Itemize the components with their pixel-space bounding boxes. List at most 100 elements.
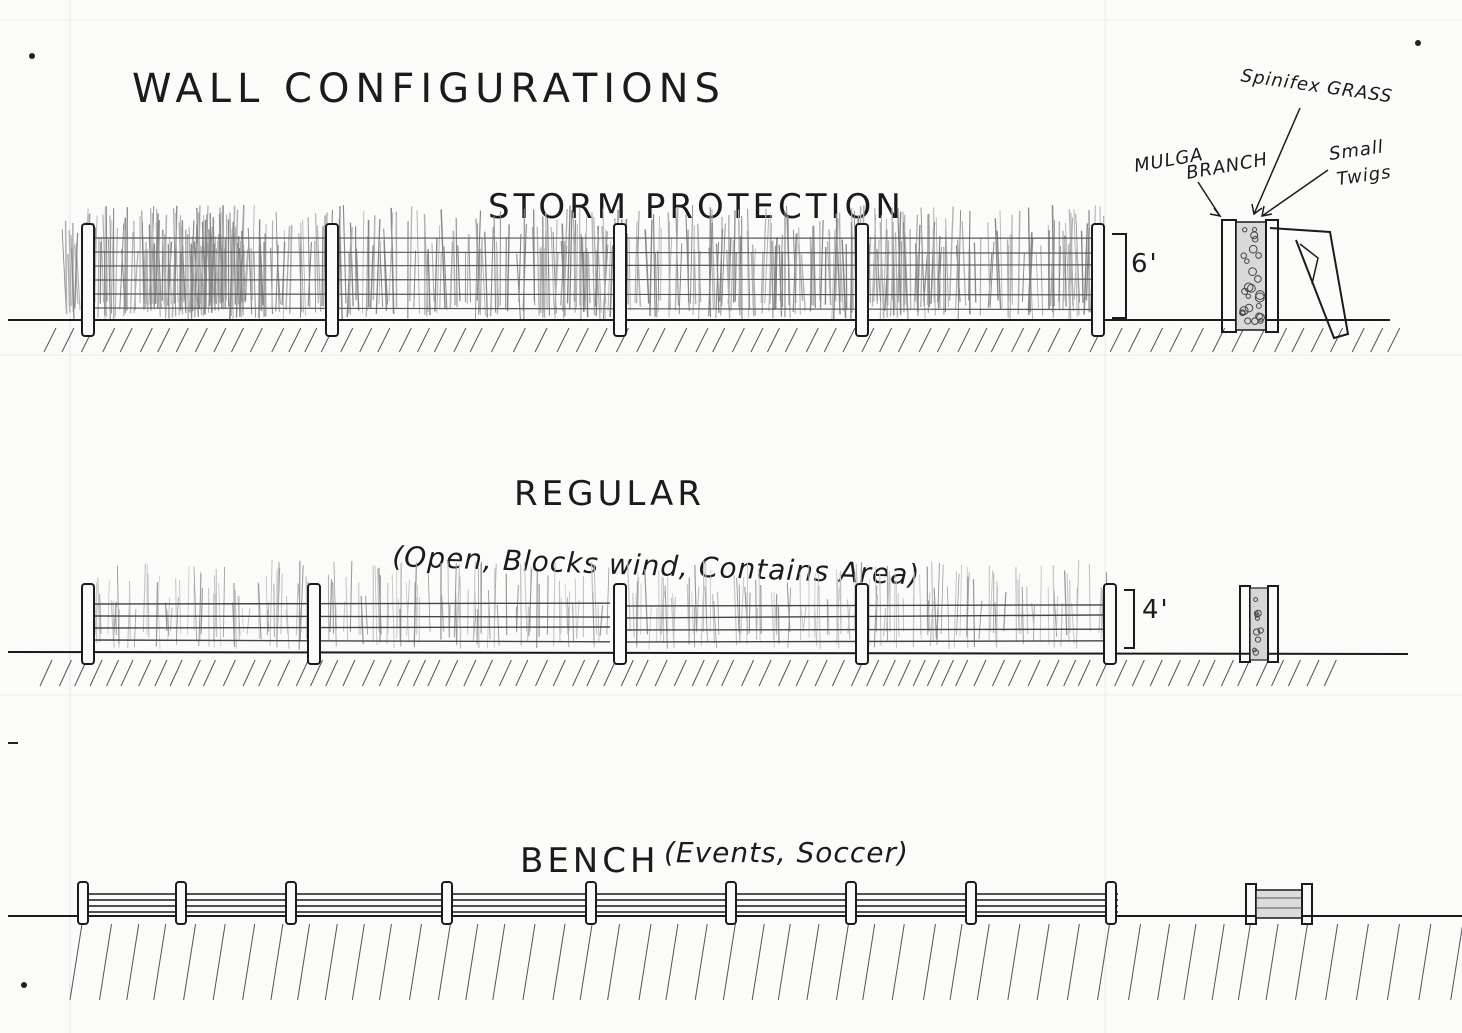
grass-stroke: [1049, 250, 1054, 307]
grass-stroke: [1026, 586, 1029, 635]
storm-height-bracket: [1112, 233, 1127, 319]
core-dot: [1253, 597, 1259, 602]
grass-stroke: [1040, 245, 1044, 316]
grass-stroke: [846, 599, 851, 640]
hatch-mark: [512, 327, 526, 353]
grass-stroke: [546, 217, 551, 316]
grass-stroke: [210, 233, 213, 312]
core-dot: [1254, 636, 1262, 643]
grass-stroke: [956, 573, 960, 636]
core-dot: [1255, 302, 1262, 309]
grass-stroke: [447, 561, 450, 634]
hatch-mark: [1150, 327, 1164, 353]
grass-stroke: [733, 575, 738, 646]
grass-stroke: [487, 590, 491, 640]
grass-stroke: [242, 250, 245, 316]
grass-stroke: [468, 234, 471, 303]
hatch-mark: [861, 327, 875, 353]
grass-stroke: [576, 600, 580, 640]
hatch-mark: [552, 923, 566, 1001]
grass-stroke: [609, 245, 614, 317]
grass-stroke: [1017, 210, 1021, 315]
hatch-mark: [866, 659, 880, 687]
grass-stroke: [966, 576, 969, 636]
hatch-mark: [203, 659, 216, 687]
grass-stroke: [732, 210, 736, 303]
grass-stroke: [97, 237, 100, 318]
hatch-mark: [249, 327, 263, 353]
grass-stroke: [314, 241, 317, 313]
grass-stroke: [128, 580, 131, 639]
bench-post: [965, 881, 977, 925]
grass-stroke: [994, 218, 999, 301]
grass-stroke: [654, 253, 658, 318]
grass-stroke: [695, 586, 700, 633]
hatch-mark: [665, 923, 679, 1001]
grass-stroke: [900, 241, 902, 316]
hatch-mark: [1157, 923, 1171, 1001]
grass-stroke: [218, 582, 222, 647]
grass-stroke: [476, 210, 482, 301]
grass-stroke: [903, 214, 906, 313]
hatch-mark: [1211, 923, 1225, 1001]
grass-stroke: [778, 244, 783, 317]
hatch-mark: [126, 923, 140, 1001]
grass-stroke: [64, 220, 68, 315]
storm-post: [855, 223, 869, 337]
grass-stroke: [362, 211, 365, 314]
core-dot: [1248, 244, 1258, 254]
grass-stroke: [327, 574, 330, 641]
bench-post: [845, 881, 857, 925]
grass-stroke: [276, 572, 280, 646]
hatch-mark: [277, 659, 291, 687]
hatch-mark: [427, 659, 441, 687]
hatch-mark: [324, 923, 338, 1001]
hatch-mark: [417, 327, 430, 353]
grass-stroke: [937, 235, 941, 302]
grass-stroke: [536, 571, 538, 648]
hatch-mark: [1128, 327, 1142, 353]
grass-stroke: [764, 219, 770, 304]
grass-stroke: [194, 241, 199, 318]
grass-stroke: [190, 243, 194, 312]
grass-stroke: [871, 214, 877, 307]
hatch-mark: [751, 923, 765, 1001]
grass-stroke: [516, 585, 519, 631]
hatch-mark: [153, 923, 167, 1001]
hatch-mark: [515, 659, 529, 687]
grass-stroke: [566, 205, 571, 304]
grass-stroke: [116, 565, 120, 644]
hatch-mark: [879, 327, 893, 353]
core-dot: [1242, 227, 1248, 233]
grass-stroke: [572, 602, 574, 642]
grass-stroke: [691, 591, 694, 634]
callout-branch: MULGA BRANCH: [1133, 133, 1270, 192]
grass-stroke: [133, 250, 139, 313]
hatch-mark: [242, 923, 256, 1001]
grass-stroke: [693, 249, 697, 305]
hatch-mark: [586, 659, 600, 687]
grass-stroke: [851, 208, 854, 308]
grass-stroke: [996, 230, 1002, 310]
grass-stroke: [850, 233, 853, 319]
hatch-mark: [102, 327, 116, 353]
hatch-mark: [310, 659, 323, 687]
hatch-mark: [949, 923, 963, 1001]
grass-stroke: [787, 215, 790, 306]
grass-stroke: [750, 252, 755, 317]
bench-post: [441, 881, 453, 925]
hatch-mark: [673, 659, 687, 687]
grass-stroke: [329, 579, 333, 633]
hatch-mark: [398, 327, 412, 353]
grass-stroke: [595, 250, 601, 320]
grass-stroke: [386, 582, 389, 645]
hatch-mark: [706, 659, 720, 687]
grass-stroke: [1076, 238, 1080, 316]
hatch-mark: [1387, 327, 1401, 353]
hatch-mark: [897, 327, 911, 353]
grass-stroke: [457, 245, 461, 302]
grass-stroke: [945, 218, 949, 307]
grass-stroke: [67, 253, 71, 313]
grass-stroke: [987, 222, 991, 305]
